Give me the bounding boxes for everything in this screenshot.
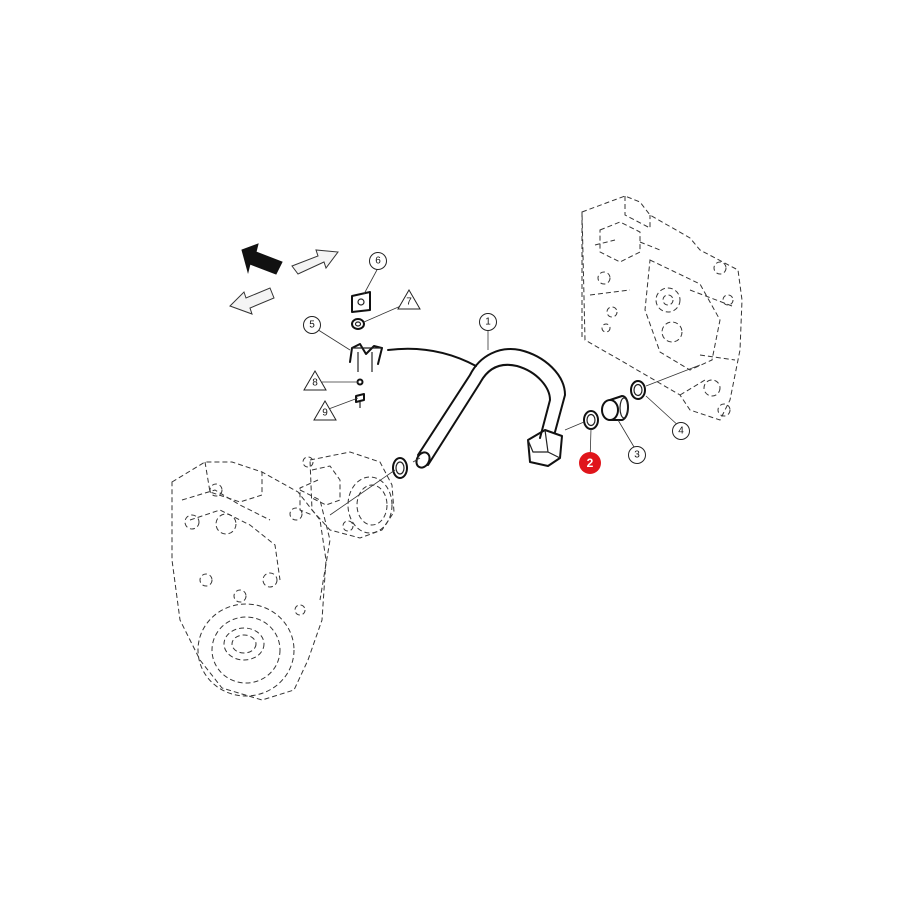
nut-part-7 [351, 318, 365, 330]
callout-3-label: 3 [634, 450, 640, 461]
callout-5-label: 5 [309, 320, 315, 331]
arrow-down-left-icon[interactable] [229, 287, 275, 315]
bracket-part-6 [351, 291, 371, 313]
o-ring-left [392, 457, 408, 479]
assembly-axis-lines [329, 364, 701, 516]
callout-leaders [311, 267, 682, 462]
callout-6-label: 6 [375, 256, 381, 267]
pipe-part-1 [415, 348, 566, 469]
callout-9-label: 9 [322, 408, 328, 419]
callout-8-label: 8 [312, 378, 318, 389]
engine-block-rear-phantom [581, 195, 743, 421]
callout-3[interactable]: 3 [628, 446, 646, 464]
callout-6[interactable]: 6 [369, 252, 387, 270]
callout-2-highlighted[interactable]: 2 [579, 452, 601, 474]
callout-4[interactable]: 4 [672, 422, 690, 440]
callout-1[interactable]: 1 [479, 313, 497, 331]
callout-9[interactable]: 9 [313, 400, 337, 421]
callout-2-label: 2 [587, 456, 594, 470]
callout-5[interactable]: 5 [303, 316, 321, 334]
fitting-part-3 [601, 395, 629, 421]
callout-7[interactable]: 7 [397, 289, 421, 310]
callout-4-label: 4 [678, 426, 684, 437]
callout-1-label: 1 [485, 317, 491, 328]
seal-part-4 [630, 380, 646, 400]
clamp-part-5 [349, 343, 383, 372]
arrow-up-right-icon[interactable] [291, 249, 339, 275]
arrow-up-left-filled-icon[interactable] [241, 243, 283, 275]
o-ring-part-2 [583, 410, 599, 430]
bolt-part-9 [355, 393, 365, 408]
washer-part-8 [356, 378, 364, 386]
routing-line [387, 347, 477, 367]
callout-8[interactable]: 8 [303, 370, 327, 391]
navigation-arrows [229, 243, 339, 315]
pump-housing-phantom [299, 451, 395, 539]
callout-7-label: 7 [406, 297, 412, 308]
engine-block-front-phantom [171, 461, 331, 701]
